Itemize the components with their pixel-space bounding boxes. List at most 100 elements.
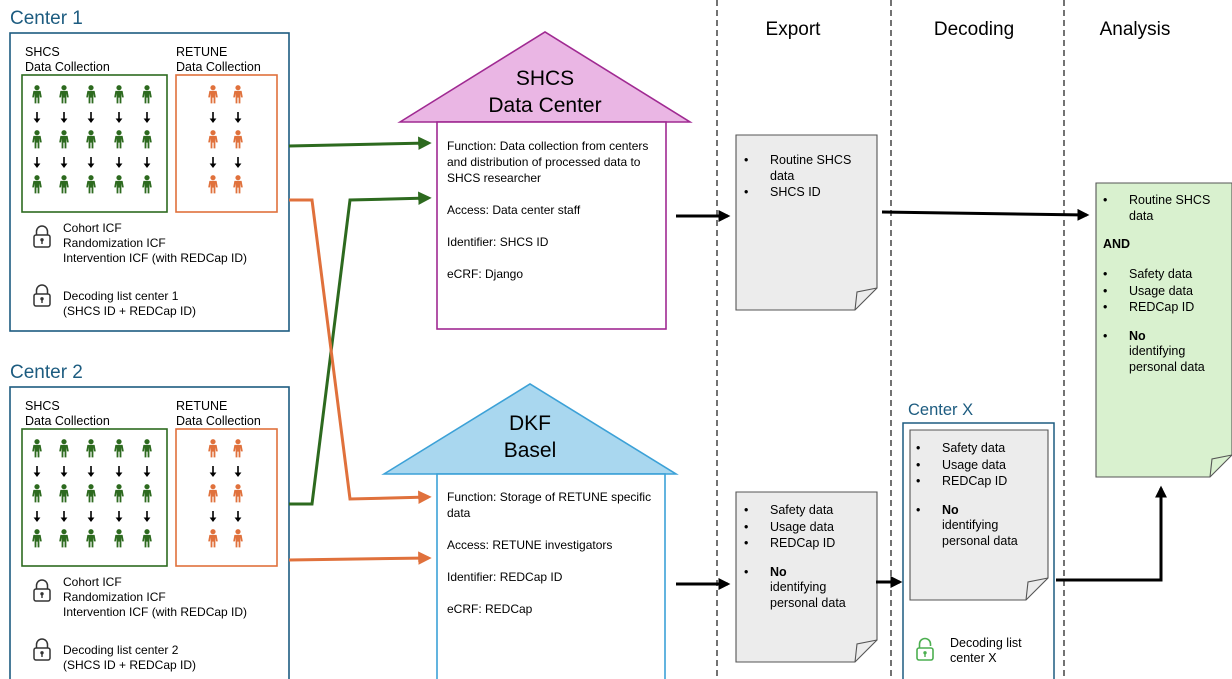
down-arrow-icon <box>208 465 218 478</box>
lock-icon <box>33 225 51 248</box>
list-item: REDCap ID <box>910 474 1040 490</box>
person-icon <box>114 130 124 149</box>
export-shcs-doc-text: Routine SHCS data SHCS ID <box>738 153 873 202</box>
center2-decoding-list: Decoding list center 2(SHCS ID + REDCap … <box>63 643 197 672</box>
person-icon <box>86 529 96 548</box>
down-arrow-icon <box>114 465 124 478</box>
person-icon <box>114 439 124 458</box>
phase-analysis-title: Analysis <box>1099 19 1171 40</box>
down-arrow-icon <box>59 465 69 478</box>
person-icon <box>208 439 218 458</box>
person-icon <box>86 175 96 194</box>
lock-icon <box>33 284 51 307</box>
flow-arrow-green <box>289 191 432 506</box>
down-arrow-icon <box>32 111 42 124</box>
person-icon <box>208 130 218 149</box>
person-icon <box>32 175 42 194</box>
down-arrow-icon <box>86 111 96 124</box>
export-dkf-doc-text: Safety data Usage data REDCap ID Noident… <box>738 503 873 612</box>
down-arrow-icon <box>59 111 69 124</box>
dkf-function: Function: Storage of RETUNE specific dat… <box>447 490 652 520</box>
unlock-icon <box>916 637 934 661</box>
center2-retune-box <box>175 428 278 567</box>
person-icon <box>86 484 96 503</box>
person-icon <box>59 85 69 104</box>
person-icon <box>32 529 42 548</box>
list-item: Safety data <box>738 503 873 519</box>
center2-shcs-box <box>21 428 168 567</box>
person-icon <box>114 175 124 194</box>
down-arrow-icon <box>32 510 42 523</box>
person-icon <box>142 484 152 503</box>
down-arrow-icon <box>86 156 96 169</box>
person-icon <box>142 439 152 458</box>
center2-shcs-patients <box>32 439 152 548</box>
lock-icon <box>33 638 51 661</box>
down-arrow-icon <box>208 111 218 124</box>
down-arrow-icon <box>59 510 69 523</box>
shcs-house-details: Function: Data collection from centers a… <box>447 138 657 298</box>
shcs-ecrf: eCRF: Django <box>447 267 524 281</box>
person-icon <box>86 130 96 149</box>
down-arrow-icon <box>233 510 243 523</box>
flow-arrow-green <box>288 136 432 150</box>
shcs-identifier: Identifier: SHCS ID <box>447 235 549 249</box>
person-icon <box>142 85 152 104</box>
person-icon <box>208 484 218 503</box>
person-icon <box>114 484 124 503</box>
down-arrow-icon <box>142 111 152 124</box>
dkf-identifier: Identifier: REDCap ID <box>447 570 563 584</box>
person-icon <box>142 130 152 149</box>
person-icon <box>233 130 243 149</box>
list-item: Usage data <box>910 458 1040 474</box>
list-item: SHCS ID <box>738 185 873 201</box>
person-icon <box>59 439 69 458</box>
dkf-ecrf: eCRF: REDCap <box>447 602 533 616</box>
shcs-function: Function: Data collection from centers a… <box>447 139 649 185</box>
list-item: Safety data <box>910 441 1040 457</box>
person-icon <box>32 439 42 458</box>
analysis-and-label: AND <box>1103 237 1131 251</box>
person-icon <box>142 529 152 548</box>
list-item: Routine SHCS data <box>1097 193 1227 224</box>
center1-retune-patients <box>208 85 243 194</box>
center1-shcs-patients <box>32 85 152 194</box>
dkf-house-details: Function: Storage of RETUNE specific dat… <box>447 489 657 633</box>
person-icon <box>114 529 124 548</box>
list-item: REDCap ID <box>1097 300 1227 316</box>
person-icon <box>114 85 124 104</box>
person-icon <box>32 130 42 149</box>
center1-decoding-list: Decoding list center 1(SHCS ID + REDCap … <box>63 289 197 318</box>
lock-icon <box>33 579 51 602</box>
flow-arrow-orange <box>289 198 432 505</box>
down-arrow-icon <box>142 510 152 523</box>
down-arrow-icon <box>114 510 124 523</box>
down-arrow-icon <box>233 156 243 169</box>
centerx-frame <box>902 422 1055 679</box>
person-icon <box>32 85 42 104</box>
down-arrow-icon <box>114 156 124 169</box>
down-arrow-icon <box>32 156 42 169</box>
down-arrow-icon <box>208 510 218 523</box>
person-icon <box>59 130 69 149</box>
centerx-title: Center X <box>908 401 974 419</box>
phase-export-title: Export <box>765 19 821 40</box>
list-item: REDCap ID <box>738 536 873 552</box>
shcs-house-body <box>436 121 667 330</box>
flow-arrow-black <box>1056 485 1167 582</box>
down-arrow-icon <box>233 465 243 478</box>
list-item: Safety data <box>1097 267 1227 283</box>
list-item: Routine SHCS data <box>738 153 873 184</box>
down-arrow-icon <box>233 111 243 124</box>
person-icon <box>233 85 243 104</box>
phase-decoding-title: Decoding <box>933 19 1015 40</box>
